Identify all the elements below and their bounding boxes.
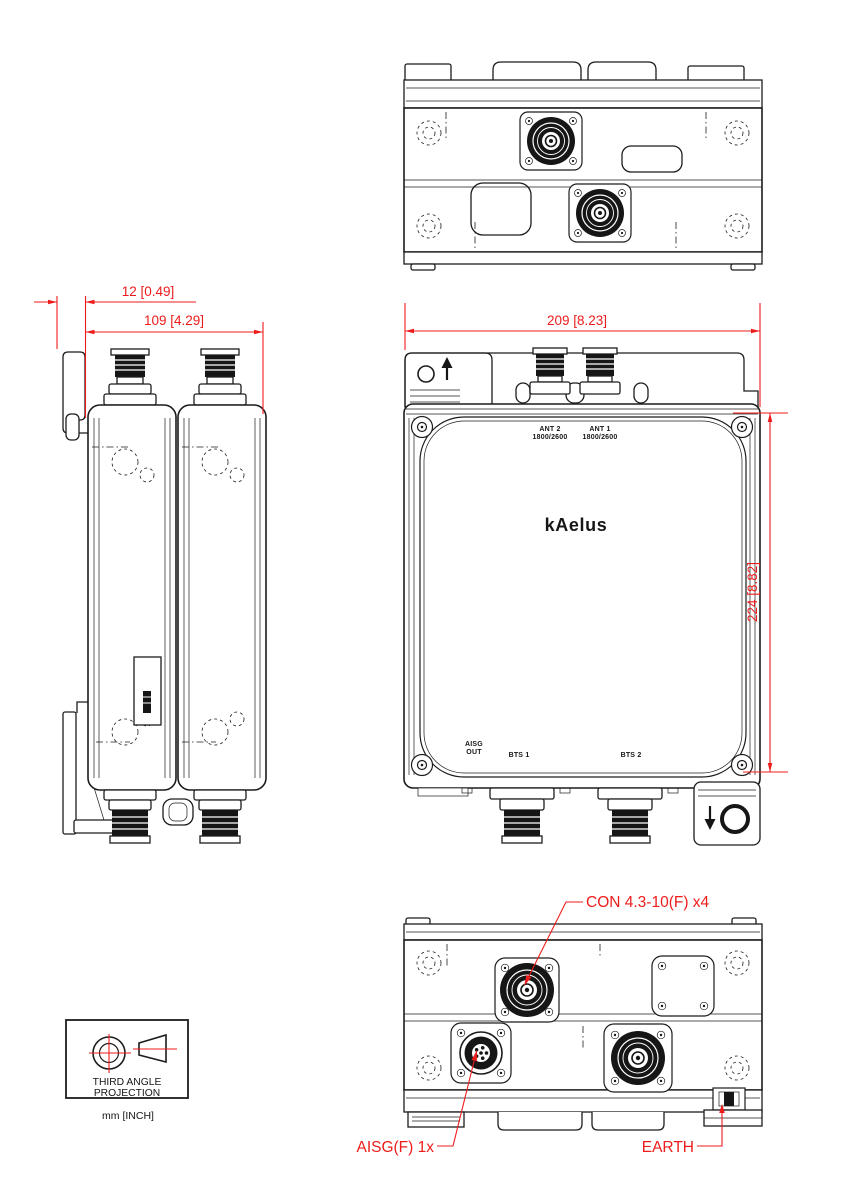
side-view <box>62 348 267 844</box>
callout-earth-text: EARTH <box>642 1139 694 1156</box>
bottom-view <box>403 917 763 1131</box>
product-label <box>133 656 162 726</box>
ant2-label: ANT 2 <box>539 426 560 433</box>
projection-title-2: PROJECTION <box>94 1088 160 1099</box>
side-bottom-connectors <box>103 789 247 844</box>
aisg-out-label-1: AISG <box>465 741 483 748</box>
projection-symbol: THIRD ANGLE PROJECTION mm [INCH] <box>65 1019 189 1122</box>
projection-circle-icon <box>89 1034 131 1073</box>
bracket-hole <box>417 365 435 383</box>
down-arrow-icon <box>704 806 716 830</box>
bottom-view-con-connector-1 <box>494 957 560 1023</box>
dim-front-width-text: 209 [8.23] <box>547 313 607 328</box>
dim-side-width-text: 109 [4.29] <box>144 313 204 328</box>
top-view-connector-2 <box>568 183 632 243</box>
dimension-offset-12: 12 [0.49] <box>34 284 196 418</box>
projection-title-1: THIRD ANGLE <box>93 1077 162 1088</box>
ant1-band-label: 1800/2600 <box>583 434 618 441</box>
bts1-label: BTS 1 <box>509 752 530 759</box>
dim-offset-text: 12 [0.49] <box>122 284 175 299</box>
dimension-side-width-109: 109 [4.29] <box>85 313 264 414</box>
units-note: mm [INCH] <box>102 1110 154 1122</box>
callout-aisg: AISG(F) 1x <box>356 1050 477 1156</box>
earth-stud <box>703 1087 763 1127</box>
aisg-connector <box>450 1022 512 1084</box>
bottom-view-con-connector-2 <box>603 1023 673 1093</box>
bts-connectors <box>417 787 679 844</box>
top-view <box>403 61 763 271</box>
ant1-label: ANT 1 <box>589 426 610 433</box>
ant2-band-label: 1800/2600 <box>533 434 568 441</box>
aisg-out-label-2: OUT <box>466 749 482 756</box>
ant-connectors <box>515 347 649 404</box>
earth-hole <box>720 804 750 834</box>
callout-earth: EARTH <box>642 1104 725 1156</box>
side-top-connectors <box>103 348 247 406</box>
top-view-connector-1 <box>519 111 583 171</box>
callout-con: CON 4.3-10(F) x4 <box>524 894 710 986</box>
callout-con-text: CON 4.3-10(F) x4 <box>586 894 710 911</box>
mounting-bracket <box>62 351 194 835</box>
blank-plate <box>651 955 715 1017</box>
callout-aisg-text: AISG(F) 1x <box>356 1139 434 1156</box>
corner-screws <box>410 415 754 777</box>
dimension-front-width-209: 209 [8.23] <box>404 303 761 407</box>
dim-front-height-text: 224 [8.82] <box>745 562 760 622</box>
front-view: ANT 2 1800/2600 ANT 1 1800/2600 kAelus A… <box>403 347 761 846</box>
bts2-label: BTS 2 <box>621 752 642 759</box>
up-arrow-icon <box>441 357 453 380</box>
projection-cone-icon <box>133 1033 177 1064</box>
brand-logo: kAelus <box>545 515 608 535</box>
earth-bracket <box>693 781 761 846</box>
dimension-front-height-224: 224 [8.82] <box>733 412 788 773</box>
